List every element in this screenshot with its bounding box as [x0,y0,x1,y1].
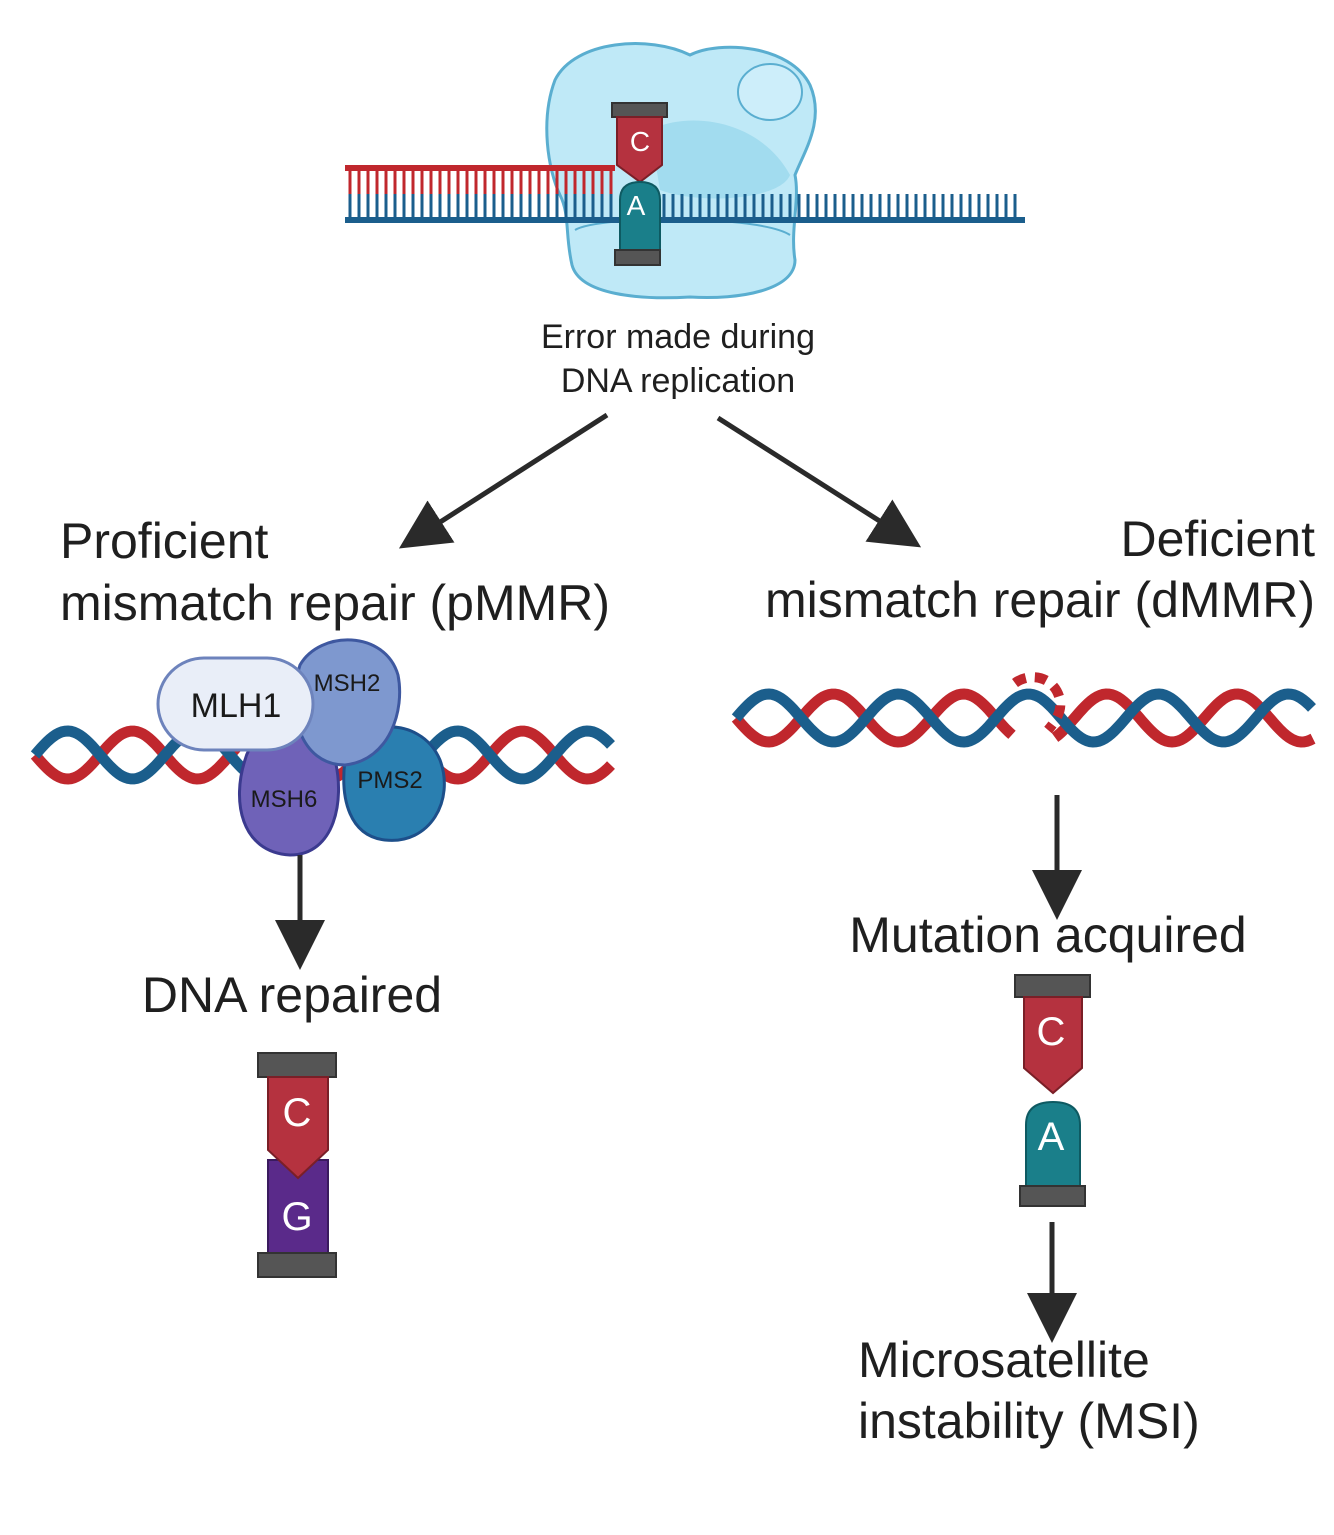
pmmr-title-line-2: mismatch repair (pMMR) [60,575,610,631]
base-a-top-label: A [627,190,646,221]
dmmr-dna-helix [731,672,1316,748]
arrow-to-pmmr [398,412,609,549]
dmmr-title-line-2: mismatch repair (dMMR) [765,572,1315,628]
base-a-top: A [614,180,661,266]
template-ticks [348,194,1017,220]
base-c-left-label: C [283,1091,312,1135]
base-pair-ca-mismatch: C A [1014,974,1091,1207]
dna-repaired-label: DNA repaired [142,967,442,1023]
msh2-label: MSH2 [314,670,381,697]
mlh1-protein [156,656,315,752]
base-c-top: C [611,102,668,184]
base-c-top-label: C [630,126,650,157]
mmr-protein-complex: MLH1 MSH2 MSH6 PMS2 [156,638,446,857]
msh6-label: MSH6 [251,786,318,813]
msi-label-line-2: instability (MSI) [858,1393,1200,1449]
mlh1-label: MLH1 [191,687,282,725]
mutation-acquired-label: Mutation acquired [849,907,1246,963]
base-a-right-label: A [1038,1115,1065,1159]
msi-label-line-1: Microsatellite [858,1332,1150,1388]
dmmr-title-line-1: Deficient [1120,511,1315,567]
base-c-right-label: C [1037,1010,1066,1054]
base-pair-cg: C G [257,1052,337,1278]
caption-line-2: DNA replication [561,362,795,400]
caption-line-1: Error made during [541,318,815,356]
pms2-label: PMS2 [357,767,422,794]
replication-complex: C A [345,42,1025,300]
base-g-left-label: G [281,1195,312,1239]
primer-ticks [348,168,613,194]
arrow-to-dmmr [716,415,922,548]
pmmr-title-line-1: Proficient [60,513,269,569]
